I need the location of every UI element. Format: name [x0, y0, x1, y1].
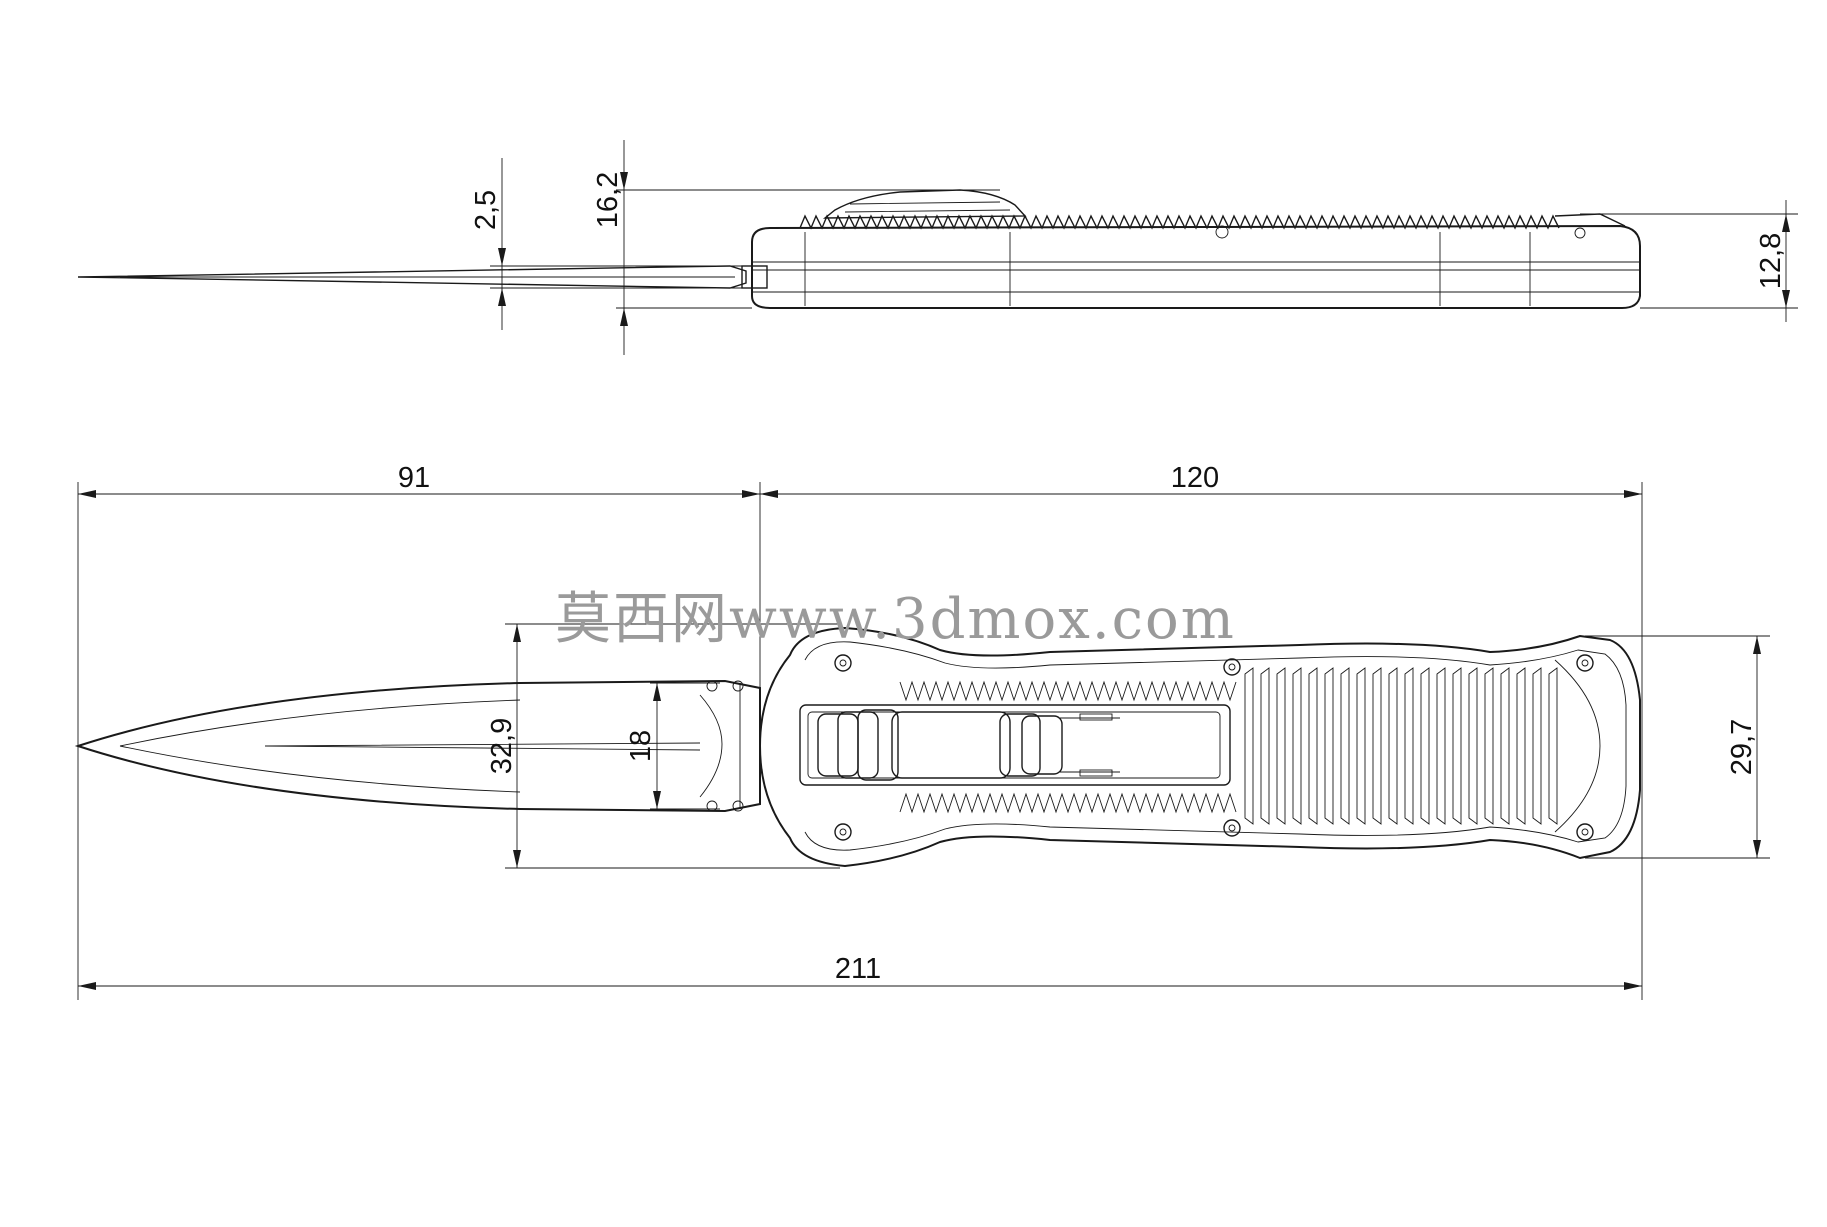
- dim-2-5: 2,5: [470, 158, 742, 330]
- side-view: 2,5 16,2 12,8: [77, 140, 1798, 355]
- side-ricasso: [741, 265, 768, 289]
- dim-29-7-label: 29,7: [1726, 719, 1758, 775]
- handle-outline: [758, 626, 1641, 868]
- grip-rib: [1436, 667, 1446, 825]
- dim-16-2-label: 16,2: [592, 172, 624, 228]
- grip-rib: [1452, 667, 1462, 825]
- watermark-text: 莫西网www.3dmox.com: [555, 587, 1236, 652]
- dim-91-label: 91: [398, 462, 430, 494]
- side-serration: [799, 214, 1560, 230]
- dim-16-2: 16,2: [592, 140, 1000, 355]
- bottom-serration: [899, 792, 1237, 814]
- dim-12-8: 12,8: [1580, 200, 1798, 322]
- dim-18: 18: [625, 682, 720, 810]
- grip-rib: [1404, 667, 1414, 825]
- dim-32-9: 32,9: [486, 623, 840, 869]
- grip-rib: [1372, 667, 1382, 825]
- top-serration: [899, 680, 1237, 702]
- dim-12-8-label: 12,8: [1755, 233, 1787, 289]
- grip-rib: [1500, 667, 1510, 825]
- slider-button: [817, 709, 1120, 781]
- dim-211: 211: [78, 953, 1642, 990]
- dim-211-label: 211: [835, 953, 881, 985]
- grip-rib: [1532, 667, 1542, 825]
- grip-rib: [1420, 667, 1430, 825]
- grip-rib: [1356, 667, 1366, 825]
- dim-29-7: 29,7: [1585, 635, 1770, 859]
- dim-120-label: 120: [1171, 462, 1219, 494]
- screws: [834, 654, 1594, 841]
- dim-32-9-label: 32,9: [486, 718, 518, 774]
- blade-fuller: [264, 742, 701, 751]
- dim-18-label: 18: [625, 730, 657, 762]
- side-blade: [77, 265, 747, 289]
- slider-window: [799, 704, 1231, 786]
- grip-ribs: [1244, 667, 1558, 825]
- grip-rib: [1548, 667, 1558, 825]
- grip-rib: [1244, 667, 1254, 825]
- grip-rib: [1468, 667, 1478, 825]
- grip-rib: [1260, 667, 1270, 825]
- dim-2-5-label: 2,5: [470, 190, 502, 230]
- grip-rib: [1292, 667, 1302, 825]
- grip-rib: [1324, 667, 1334, 825]
- grip-rib: [1308, 667, 1318, 825]
- grip-rib: [1388, 667, 1398, 825]
- dim-120: 120: [760, 462, 1643, 1000]
- grip-rib: [1516, 667, 1526, 825]
- grip-rib: [1484, 667, 1494, 825]
- grip-rib: [1276, 667, 1286, 825]
- top-view: [74, 626, 1641, 868]
- side-handle: [751, 224, 1641, 309]
- dim-91: 91: [77, 462, 761, 1000]
- grip-rib: [1340, 667, 1350, 825]
